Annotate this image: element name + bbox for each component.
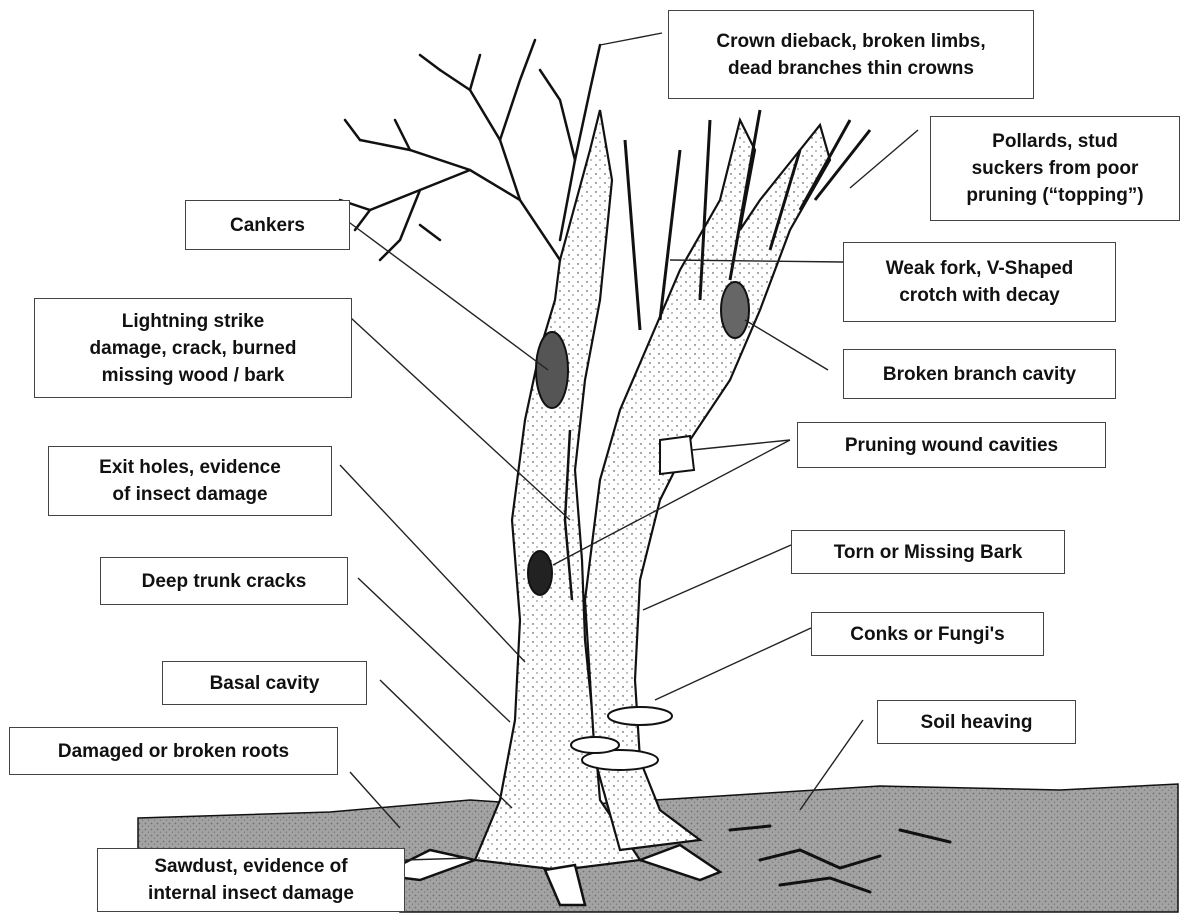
broken-branch-cavity-mark	[721, 282, 749, 338]
pruning-stub	[660, 436, 694, 474]
label-basal-cavity: Basal cavity	[210, 670, 320, 697]
label-conks: Conks or Fungi's	[850, 621, 1004, 648]
leader-cankers	[346, 220, 548, 370]
label-damaged-roots: Damaged or broken roots	[58, 738, 289, 765]
label-weak-fork: Weak fork, V-Shaped crotch with decay	[886, 255, 1074, 309]
label-pruning-wound: Pruning wound cavities	[845, 432, 1058, 459]
callout-weak-fork: Weak fork, V-Shaped crotch with decay	[843, 242, 1116, 322]
label-crown-dieback: Crown dieback, broken limbs, dead branch…	[716, 28, 985, 82]
callout-cankers: Cankers	[185, 200, 350, 250]
label-sawdust: Sawdust, evidence of internal insect dam…	[148, 853, 354, 907]
leader-conks	[655, 628, 811, 700]
callout-pruning-wound: Pruning wound cavities	[797, 422, 1106, 468]
label-deep-trunk-cracks: Deep trunk cracks	[142, 568, 307, 595]
right-trunk	[585, 120, 830, 850]
callout-broken-branch-cavity: Broken branch cavity	[843, 349, 1116, 399]
exit-hole-mark	[528, 551, 552, 595]
dead-crown	[340, 40, 600, 260]
callout-basal-cavity: Basal cavity	[162, 661, 367, 705]
callout-torn-bark: Torn or Missing Bark	[791, 530, 1065, 574]
callout-lightning: Lightning strike damage, crack, burned m…	[34, 298, 352, 398]
callout-damaged-roots: Damaged or broken roots	[9, 727, 338, 775]
callout-sawdust: Sawdust, evidence of internal insect dam…	[97, 848, 405, 912]
callout-crown-dieback: Crown dieback, broken limbs, dead branch…	[668, 10, 1034, 99]
leader-torn-bark	[643, 545, 791, 610]
label-cankers: Cankers	[230, 212, 305, 239]
leader-exit-holes	[340, 465, 525, 662]
label-torn-bark: Torn or Missing Bark	[834, 539, 1023, 566]
leader-pollards	[850, 130, 918, 188]
label-lightning: Lightning strike damage, crack, burned m…	[90, 308, 297, 389]
leader-crown	[600, 33, 662, 45]
label-soil-heaving: Soil heaving	[921, 709, 1033, 736]
label-exit-holes: Exit holes, evidence of insect damage	[99, 454, 281, 508]
canker-mark	[536, 332, 568, 408]
callout-pollards: Pollards, stud suckers from poor pruning…	[930, 116, 1180, 221]
leader-basal-cavity	[380, 680, 512, 808]
callout-conks: Conks or Fungi's	[811, 612, 1044, 656]
leader-broken-branch	[745, 320, 828, 370]
callout-soil-heaving: Soil heaving	[877, 700, 1076, 744]
label-pollards: Pollards, stud suckers from poor pruning…	[966, 128, 1143, 209]
callout-exit-holes: Exit holes, evidence of insect damage	[48, 446, 332, 516]
label-broken-branch-cavity: Broken branch cavity	[883, 361, 1076, 388]
callout-deep-trunk-cracks: Deep trunk cracks	[100, 557, 348, 605]
leader-deep-cracks	[358, 578, 510, 722]
